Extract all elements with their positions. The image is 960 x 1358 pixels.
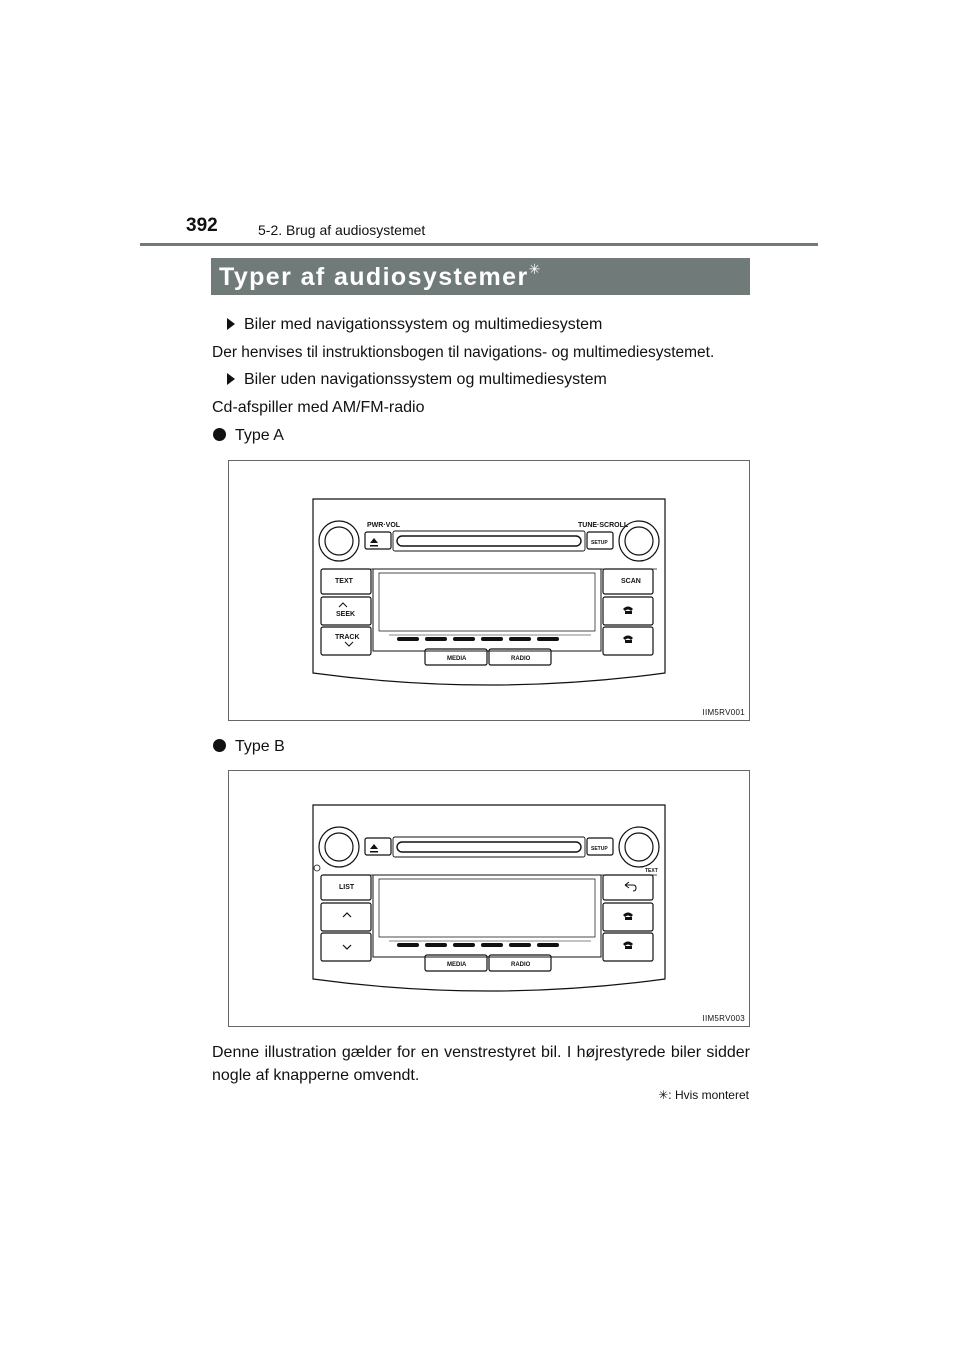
label-text: TEXT — [645, 868, 658, 874]
section-heading: Typer af audiosystemer✳ — [211, 258, 750, 295]
phone-icon — [623, 635, 633, 643]
label-pwr-vol: PWR·VOL — [367, 522, 401, 529]
nav-heading: Biler med navigationssystem og multimedi… — [224, 315, 602, 335]
label-seek: SEEK — [336, 611, 355, 618]
phone-icon — [623, 912, 633, 920]
figure-type-b: SETUP TEXT LIST MEDIA RADIO IIM5RV003 — [228, 770, 750, 1027]
label-setup: SETUP — [591, 846, 608, 852]
chapter-title: 5-2. Brug af audiosystemet — [258, 222, 426, 238]
page-number: 392 — [186, 215, 218, 236]
bullet-icon — [213, 739, 226, 752]
label-list: LIST — [339, 884, 355, 891]
audio-panel-type-a: PWR·VOL TUNE·SCROLL SETUP TEXT SCAN SEEK… — [312, 498, 666, 686]
nav-heading-text: Biler med navigationssystem og multimedi… — [244, 316, 603, 333]
bullet-icon — [213, 428, 226, 441]
type-a-label: Type A — [213, 426, 284, 446]
note-paragraph: Denne illustration gælder for en venstre… — [212, 1044, 750, 1084]
figure-code: IIM5RV001 — [702, 708, 745, 717]
down-icon — [342, 944, 352, 950]
label-text: TEXT — [335, 578, 354, 585]
type-b-text: Type B — [235, 738, 285, 755]
figure-code: IIM5RV003 — [702, 1014, 745, 1023]
footnote-mark: ✳ — [658, 1088, 669, 1102]
arrow-icon — [227, 373, 235, 385]
eject-icon — [370, 844, 378, 849]
phone-icon — [623, 941, 633, 949]
nav-text: Der henvises til instruktionsbogen til n… — [212, 344, 715, 361]
label-media: MEDIA — [447, 656, 467, 662]
footnote-text: : Hvis monteret — [668, 1088, 749, 1102]
figure-type-a: PWR·VOL TUNE·SCROLL SETUP TEXT SCAN SEEK… — [228, 460, 750, 721]
label-tune-scroll: TUNE·SCROLL — [578, 522, 629, 529]
label-radio: RADIO — [511, 656, 531, 662]
footnote: ✳: Hvis monteret — [658, 1088, 749, 1102]
arrow-icon — [227, 318, 235, 330]
type-a-text: Type A — [235, 427, 284, 444]
back-icon — [624, 881, 637, 892]
no-nav-text: Cd-afspiller med AM/FM-radio — [212, 399, 425, 416]
label-radio: RADIO — [511, 962, 531, 968]
label-setup: SETUP — [591, 540, 608, 546]
optional-mark: ✳ — [528, 261, 542, 277]
header-divider — [140, 243, 818, 246]
eject-icon — [370, 538, 378, 543]
label-scan: SCAN — [621, 578, 641, 585]
no-nav-heading-text: Biler uden navigationssystem og multimed… — [244, 371, 607, 388]
section-title: Typer af audiosystemer — [219, 263, 529, 291]
type-b-label: Type B — [213, 737, 285, 757]
phone-icon — [623, 606, 633, 614]
label-track: TRACK — [335, 634, 360, 641]
audio-panel-type-b: SETUP TEXT LIST MEDIA RADIO — [312, 804, 666, 992]
up-icon — [342, 912, 352, 918]
label-media: MEDIA — [447, 962, 467, 968]
no-nav-heading: Biler uden navigationssystem og multimed… — [224, 370, 607, 390]
